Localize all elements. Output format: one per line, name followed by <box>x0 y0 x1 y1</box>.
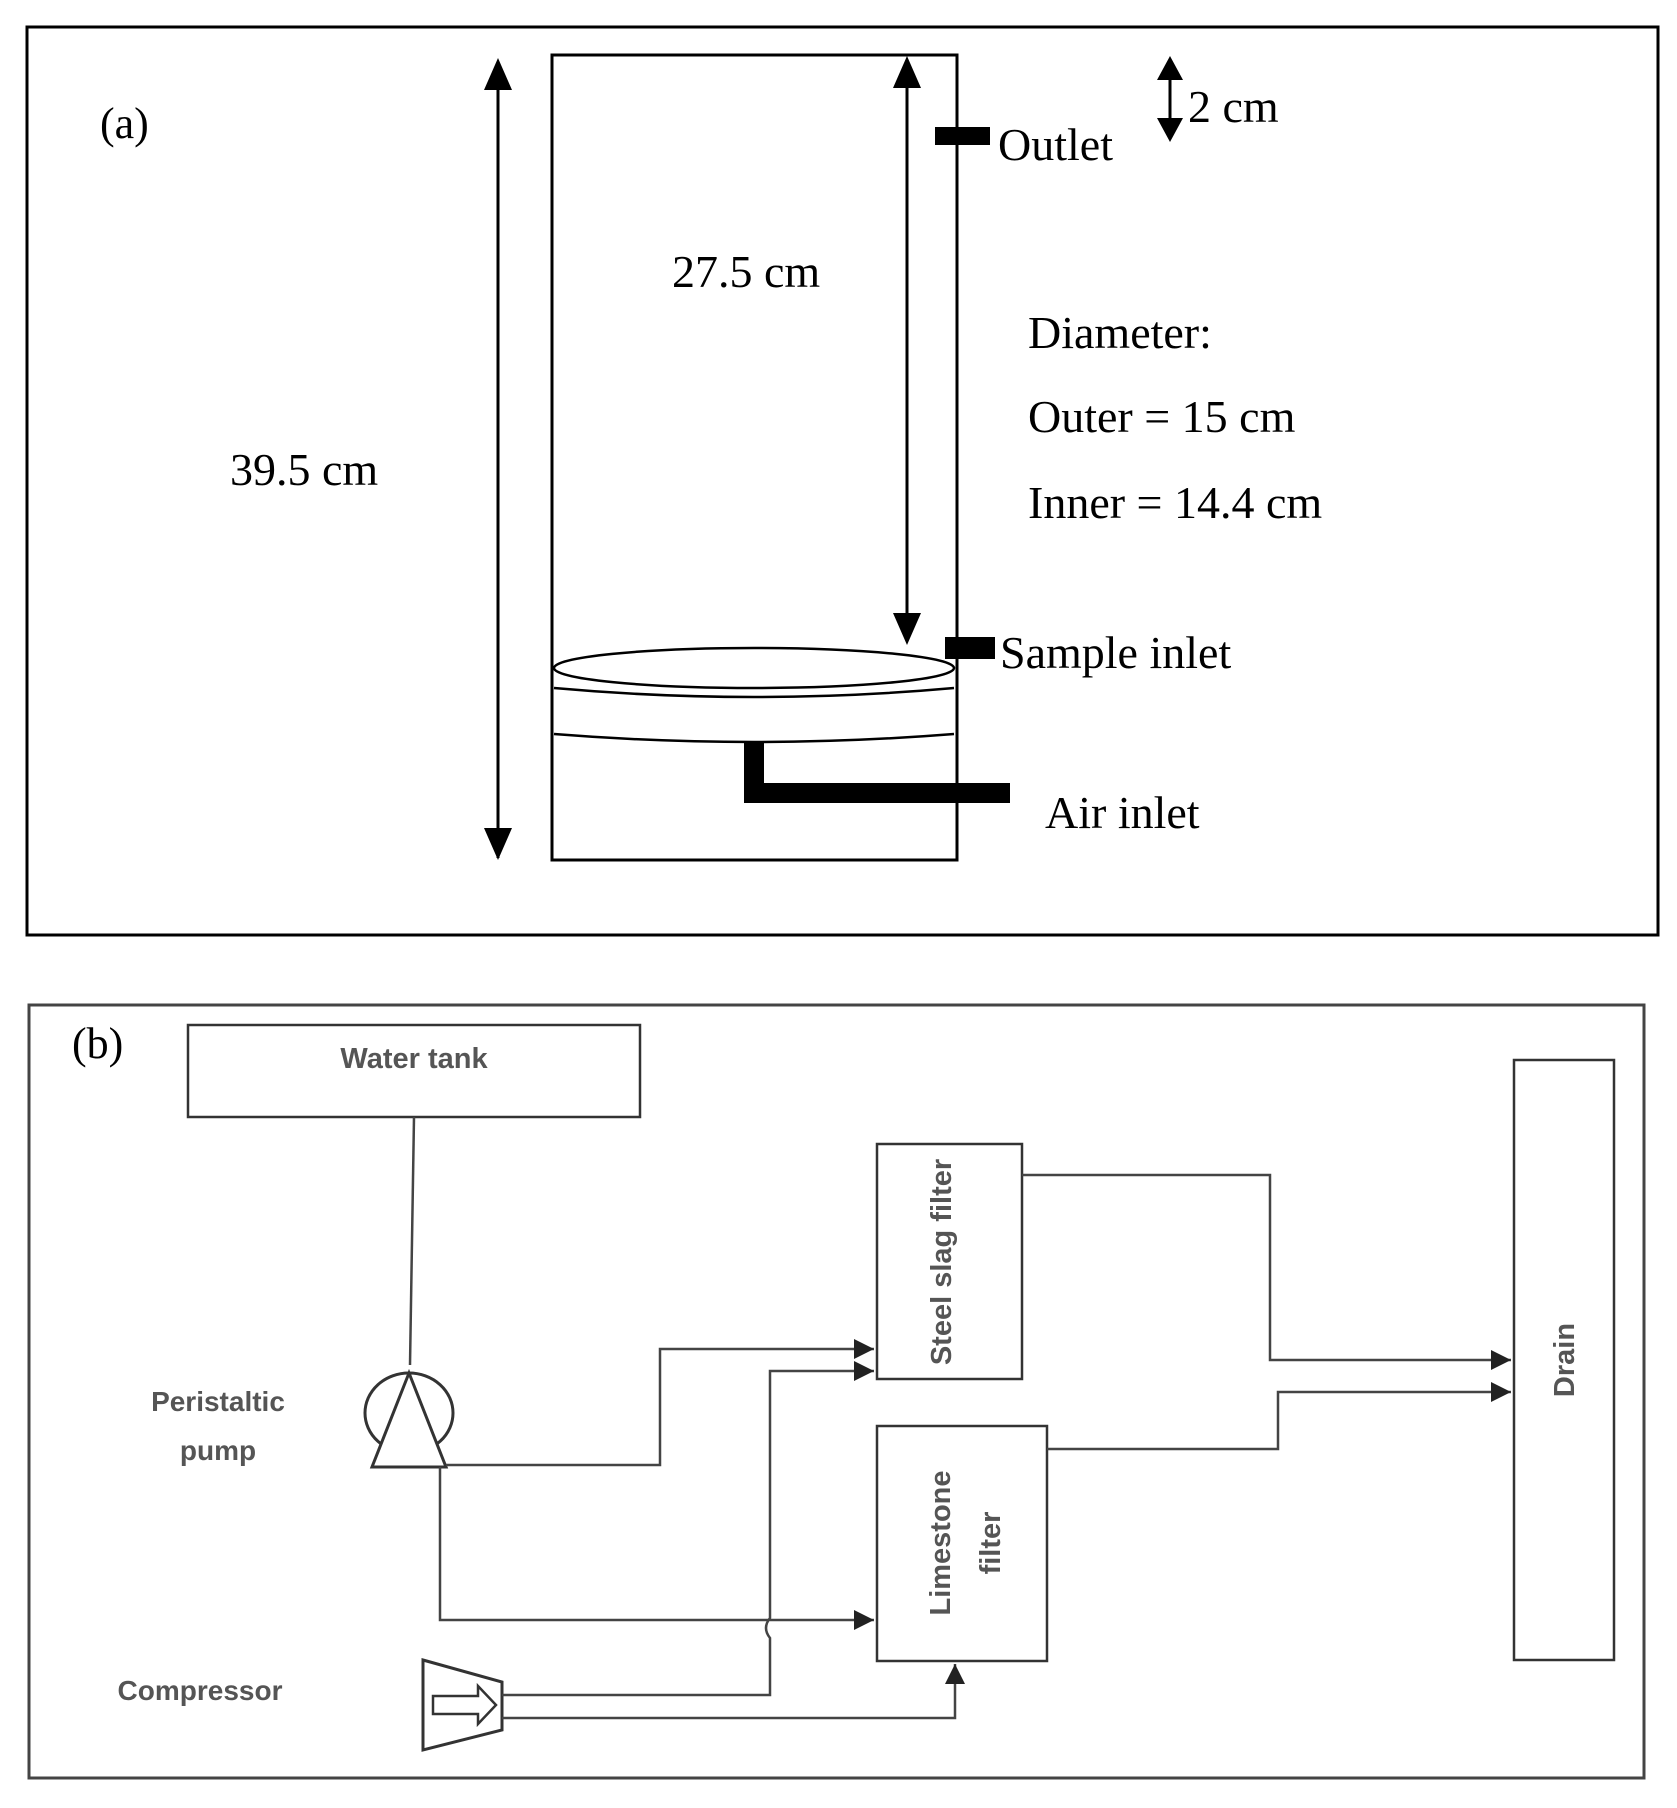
sample-inlet-label: Sample inlet <box>1000 627 1231 678</box>
panel-b: (b) Water tank Peristaltic pump Steel sl… <box>27 1003 1646 1780</box>
compressor-to-steel-slag-line <box>502 1361 874 1697</box>
diffuser-band <box>553 732 955 744</box>
inner-height-label: 27.5 cm <box>672 246 820 297</box>
air-inlet-pipe <box>744 742 1010 803</box>
limestone-filter-box <box>875 1424 1049 1663</box>
panel-b-frame <box>27 1003 1646 1780</box>
drain-box <box>1512 1058 1616 1662</box>
inner-diameter: Inner = 14.4 cm <box>1028 477 1322 528</box>
support-plate-top <box>552 646 956 690</box>
pump-to-limestone-line <box>438 1467 874 1630</box>
compressor-label: Compressor <box>118 1675 283 1706</box>
diameter-title: Diameter: <box>1028 307 1212 358</box>
limestone-to-drain-line <box>1047 1382 1511 1451</box>
pump-to-steel-slag-line <box>446 1339 874 1467</box>
support-plate-band <box>553 686 955 699</box>
total-height-arrowhead-bottom <box>484 828 512 860</box>
total-height-arrowhead-top <box>484 58 512 90</box>
air-inlet-label: Air inlet <box>1045 787 1200 838</box>
outlet-offset-label: 2 cm <box>1188 81 1279 132</box>
compressor-arrow-icon <box>431 1682 498 1728</box>
column-body <box>550 53 959 862</box>
steel-slag-filter-label: Steel slag filter <box>926 1159 958 1365</box>
limestone-label-line1: Limestone <box>925 1470 957 1615</box>
outlet-offset-arrowhead-bottom <box>1157 118 1183 142</box>
pump-label-line2: pump <box>180 1435 256 1466</box>
tank-to-pump-line <box>408 1116 416 1366</box>
inner-height-arrowhead-top <box>893 56 921 88</box>
inner-height-arrowhead-bottom <box>893 613 921 645</box>
compressor-to-limestone-line <box>502 1664 965 1720</box>
sample-inlet-port <box>945 637 995 659</box>
pump-label-line1: Peristaltic <box>151 1386 285 1417</box>
water-tank-label: Water tank <box>340 1043 488 1075</box>
limestone-label-line2: filter <box>975 1512 1007 1575</box>
panel-a-label: (a) <box>100 99 149 148</box>
drain-label: Drain <box>1549 1323 1581 1397</box>
pump-triangle <box>369 1368 449 1469</box>
outlet-offset-arrowhead-top <box>1157 56 1183 80</box>
steel-slag-to-drain-line <box>1022 1173 1511 1370</box>
outlet-port <box>935 127 990 145</box>
total-height-label: 39.5 cm <box>230 444 378 495</box>
panel-a-frame <box>25 25 1660 937</box>
outer-diameter: Outer = 15 cm <box>1028 391 1296 442</box>
panel-a: (a) 39.5 cm 27.5 cm 2 cm Outlet Diameter… <box>25 25 1660 937</box>
outlet-label: Outlet <box>998 119 1113 170</box>
panel-b-label: (b) <box>72 1019 123 1068</box>
steel-slag-filter-box <box>875 1142 1024 1381</box>
